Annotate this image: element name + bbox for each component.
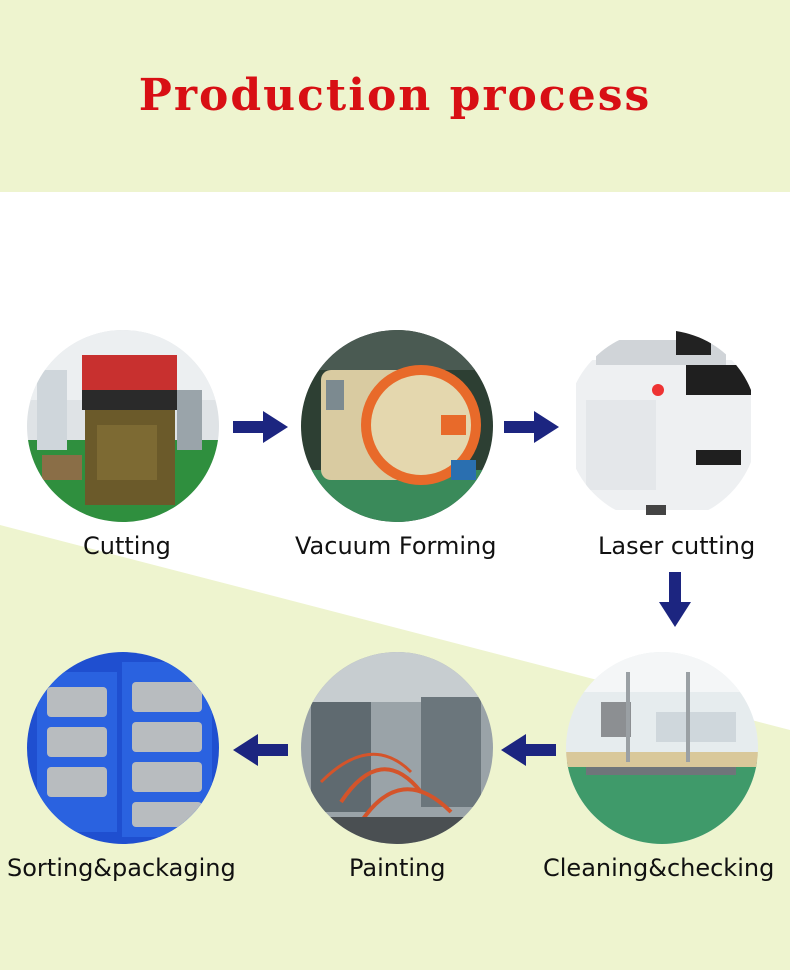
step-label-painting: Painting (349, 854, 446, 882)
step-image-vacuum-forming (301, 330, 493, 522)
arrow-right-icon (504, 411, 559, 443)
arrow-down-icon (659, 572, 691, 627)
arrow-right-icon (233, 411, 288, 443)
step-label-cutting: Cutting (83, 532, 171, 560)
arrow-left-icon (233, 734, 288, 766)
step-image-cutting (27, 330, 219, 522)
step-label-laser-cutting: Laser cutting (598, 532, 756, 560)
step-image-painting (301, 652, 493, 844)
step-image-laser-cutting (566, 330, 758, 522)
step-image-cleaning-checking (566, 652, 758, 844)
arrow-left-icon (501, 734, 556, 766)
step-image-sorting-packaging (27, 652, 219, 844)
step-label-vacuum-forming: Vacuum Forming (295, 532, 497, 560)
step-label-cleaning-checking: Cleaning&checking (543, 854, 775, 882)
header-band: Production process (0, 0, 790, 192)
page-title: Production process (138, 70, 652, 121)
step-label-sorting-packaging: Sorting&packaging (7, 854, 236, 882)
